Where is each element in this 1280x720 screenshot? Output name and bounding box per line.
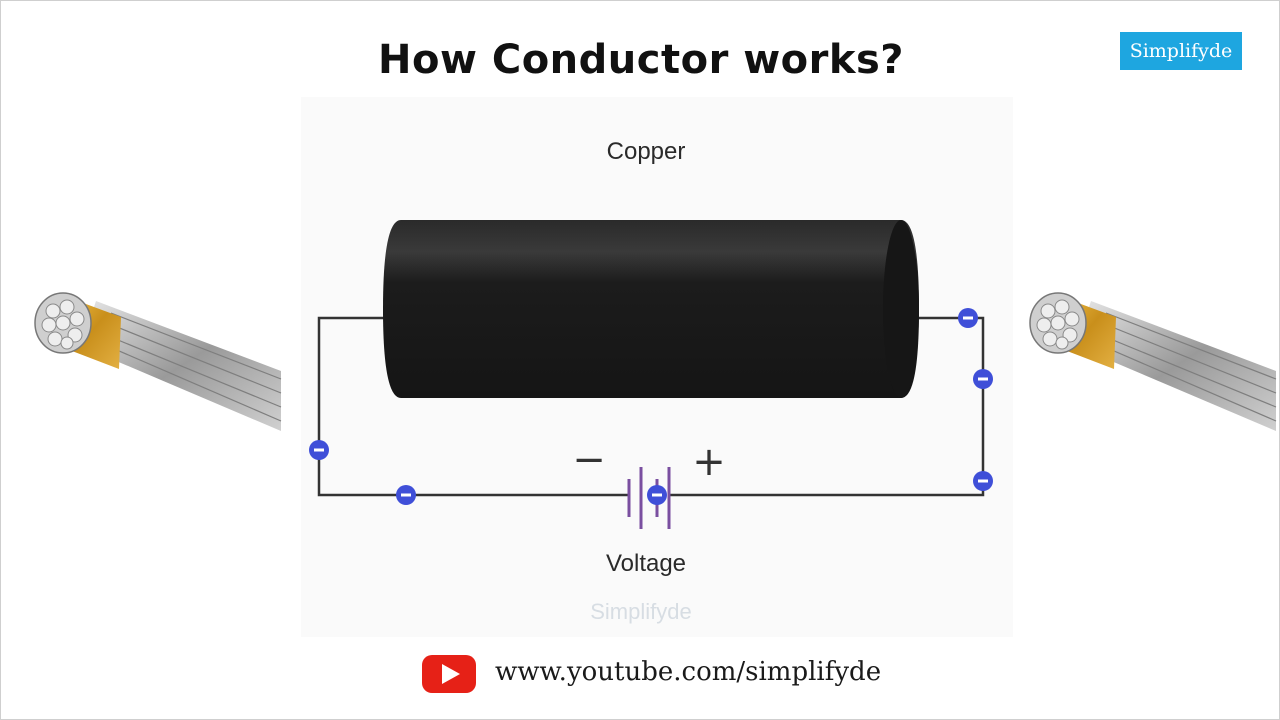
battery-label: Voltage [605, 550, 687, 577]
battery-minus-sign: − [572, 437, 606, 483]
electron-icon [958, 308, 978, 328]
copper-conductor [383, 220, 919, 398]
battery-plus-sign: + [692, 439, 726, 485]
electron-icon [973, 471, 993, 491]
cable-image-left [34, 292, 282, 431]
electron-icon [396, 485, 416, 505]
youtube-icon [422, 655, 476, 693]
brand-badge: Simplifyde [1120, 32, 1242, 70]
circuit-wires [317, 316, 985, 497]
electron-icon [309, 440, 329, 460]
electron-icon [973, 369, 993, 389]
page-title: How Conductor works? [378, 37, 904, 83]
channel-url[interactable]: www.youtube.com/simplifyde [495, 657, 882, 687]
watermark: Simplifyde [590, 599, 692, 624]
cable-image-right [1029, 292, 1277, 431]
conductor-label: Copper [606, 138, 686, 165]
electron-icon [647, 485, 667, 505]
electrons [309, 308, 993, 505]
